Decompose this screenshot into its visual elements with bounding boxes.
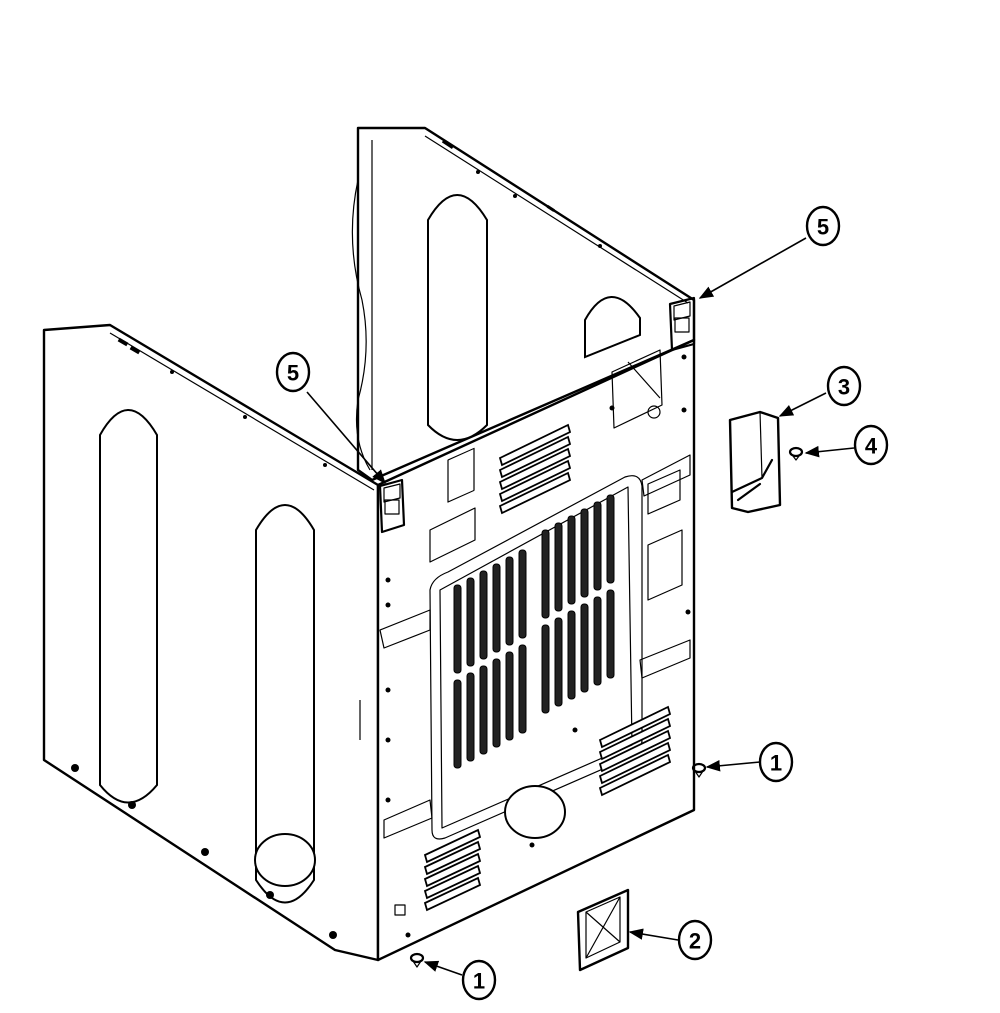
rear-side-panel <box>351 126 696 482</box>
bracket-part-3 <box>728 410 782 514</box>
callout-5-top-right: 5 <box>805 205 841 247</box>
louvers-top <box>498 423 572 515</box>
vent-slots-lower-right <box>541 589 615 714</box>
svg-text:5: 5 <box>817 215 829 240</box>
corner-bracket-left <box>378 478 406 534</box>
vent-slots-lower-left <box>453 644 527 769</box>
vent-slots-upper-left <box>453 549 527 674</box>
screw-part-4 <box>788 446 804 461</box>
callout-1-right: 1 <box>758 741 794 783</box>
screw-part-1-bottom <box>409 952 425 968</box>
svg-text:4: 4 <box>865 434 878 459</box>
svg-text:3: 3 <box>838 375 850 400</box>
callout-2: 2 <box>677 919 713 961</box>
rear-panel <box>376 338 696 962</box>
svg-text:2: 2 <box>689 929 701 954</box>
louvers-right <box>598 705 672 797</box>
screw-part-1-right <box>691 762 707 778</box>
leader-lines <box>306 237 855 976</box>
svg-text:5: 5 <box>287 361 299 386</box>
svg-text:1: 1 <box>770 751 782 776</box>
cover-plate-part-2 <box>576 888 630 972</box>
left-side-panel <box>42 323 380 962</box>
callout-4: 4 <box>853 424 889 466</box>
callout-5-left: 5 <box>275 351 311 393</box>
callout-3: 3 <box>826 365 862 407</box>
svg-text:1: 1 <box>473 969 485 994</box>
callout-1-bottom: 1 <box>461 959 497 1001</box>
vent-slots-upper-right <box>541 494 615 619</box>
exhaust-opening <box>504 785 566 839</box>
louvers-bottom-left <box>423 828 482 912</box>
corner-bracket-right <box>668 296 696 352</box>
